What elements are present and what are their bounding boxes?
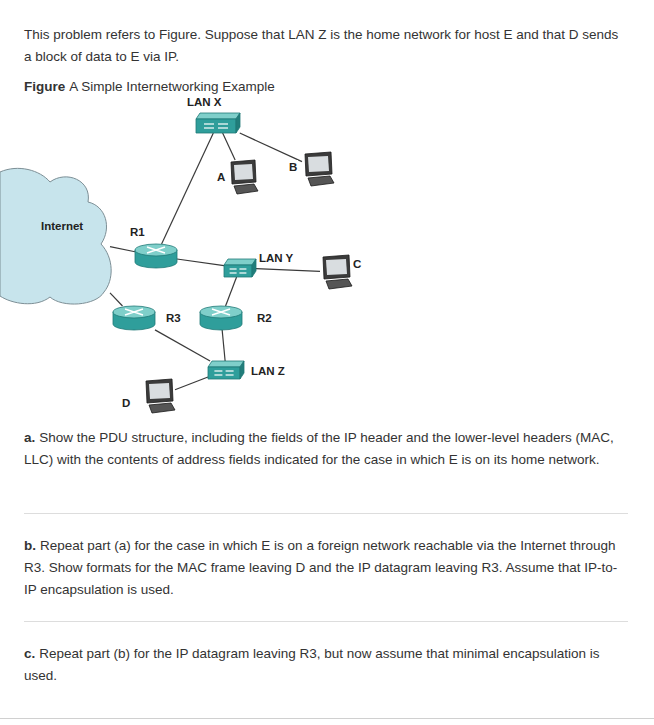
network-link: [222, 330, 225, 361]
node-label: A: [216, 170, 226, 184]
node-label: D: [121, 396, 131, 410]
router-icon: [113, 306, 155, 330]
router: R3: [113, 306, 155, 330]
internet-cloud: Internet: [0, 168, 110, 303]
lan-switch: LAN X: [196, 113, 240, 133]
node-label: R3: [165, 311, 182, 325]
network-link: [110, 293, 123, 306]
body-text: A Simple Internetworking Example: [69, 79, 275, 94]
host-computer: D: [143, 379, 175, 413]
network-link: [110, 247, 135, 252]
network-link: [240, 133, 302, 162]
text-paragraph: Figure A Simple Internetworking Example: [24, 76, 624, 98]
node-label: R2: [256, 311, 273, 325]
node-label: C: [352, 257, 362, 271]
host-computer-icon: [228, 160, 258, 194]
part-label: a.: [24, 430, 35, 445]
node-label: B: [288, 160, 298, 174]
separator-line: [24, 621, 628, 622]
text-paragraph: c.Repeat part (b) for the IP datagram le…: [24, 643, 624, 687]
part-label: Figure: [24, 79, 65, 94]
text-paragraph: a.Show the PDU structure, including the …: [24, 427, 624, 471]
lan-switch: LAN Z: [208, 361, 244, 379]
separator-line: [0, 718, 654, 719]
node-label: R1: [129, 225, 146, 239]
node-label: LAN X: [186, 95, 223, 109]
router: R2: [200, 306, 242, 330]
lan-switch-icon: [196, 113, 240, 133]
host-computer-icon: [302, 152, 334, 186]
part-label: c.: [24, 646, 35, 661]
body-text: This problem refers to Figure. Suppose t…: [24, 27, 618, 64]
network-link: [162, 133, 214, 244]
host-computer-icon: [320, 255, 352, 289]
lan-switch-icon: [224, 259, 256, 277]
host-computer: C: [320, 255, 352, 289]
router-icon: [135, 244, 177, 268]
internet-cloud-icon: [0, 168, 110, 303]
separator-line: [24, 513, 628, 514]
body-text: Repeat part (a) for the case in which E …: [24, 538, 617, 597]
node-label: LAN Z: [250, 364, 286, 378]
router: R1: [135, 244, 177, 268]
host-computer: B: [302, 152, 334, 186]
node-label: Internet: [40, 219, 84, 233]
lan-switch-icon: [208, 361, 244, 379]
text-paragraph: This problem refers to Figure. Suppose t…: [24, 24, 624, 68]
body-text: Repeat part (b) for the IP datagram leav…: [24, 646, 600, 683]
lan-switch: LAN Y: [224, 259, 256, 277]
network-link: [177, 259, 224, 266]
text-paragraph: b.Repeat part (a) for the case in which …: [24, 535, 624, 601]
body-text: Show the PDU structure, including the fi…: [24, 430, 614, 467]
network-link: [175, 377, 208, 390]
network-link: [226, 277, 237, 306]
network-link: [223, 133, 236, 160]
part-label: b.: [24, 538, 36, 553]
network-link: [155, 330, 210, 361]
host-computer: A: [228, 160, 258, 194]
router-icon: [200, 306, 242, 330]
network-link: [256, 269, 320, 272]
node-label: LAN Y: [258, 251, 294, 265]
host-computer-icon: [143, 379, 175, 413]
